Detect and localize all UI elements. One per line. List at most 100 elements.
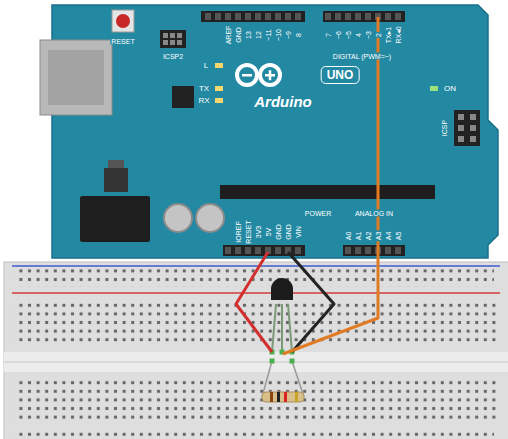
arduino-logo xyxy=(269,70,272,80)
icsp-header xyxy=(454,110,480,146)
icsp2-pin xyxy=(163,40,168,45)
pin-label: ~11 xyxy=(265,28,272,41)
board-label: TX xyxy=(198,85,210,93)
pin-label: A5 xyxy=(395,231,402,242)
pin-label: 7 xyxy=(325,32,332,38)
pin-label: GND xyxy=(275,223,282,241)
led xyxy=(430,86,438,91)
pin-label: ICSP xyxy=(441,119,448,137)
voltage-regulator xyxy=(108,160,124,168)
arduino-logo xyxy=(242,74,252,77)
pin-label: ~10 xyxy=(275,28,282,42)
resistor-symbol xyxy=(262,392,304,402)
led xyxy=(215,86,223,91)
board-label: RESET xyxy=(110,38,135,45)
signal-wire xyxy=(283,17,378,354)
power-header xyxy=(223,247,305,254)
resistor-band xyxy=(277,392,280,402)
resistor-band xyxy=(270,392,273,402)
icsp2-pin xyxy=(177,40,182,45)
pin-label: A0 xyxy=(345,231,352,242)
digital-header xyxy=(323,11,405,22)
breadboard xyxy=(4,352,508,372)
usb-connector xyxy=(40,40,112,115)
pin-label: A4 xyxy=(385,231,392,242)
brand-name: Arduino xyxy=(253,94,313,109)
icsp-pin xyxy=(458,114,464,120)
icsp-pin xyxy=(470,136,476,142)
pin-label: 4 xyxy=(355,32,362,38)
voltage-regulator xyxy=(104,168,128,192)
icsp-pin xyxy=(458,125,464,131)
board-label: POWER xyxy=(304,210,332,217)
sensor-legs xyxy=(288,304,292,352)
power-wire xyxy=(236,252,272,352)
pin-label: GND xyxy=(235,26,242,44)
usb-chip xyxy=(172,86,194,108)
icsp2-pin xyxy=(170,40,175,45)
usb-connector xyxy=(48,50,104,105)
digital-header xyxy=(323,13,405,20)
board-label: L xyxy=(203,62,209,70)
breadboard xyxy=(14,302,498,345)
power-header xyxy=(223,245,305,256)
pin-label: A1 xyxy=(355,231,362,242)
power-jack xyxy=(80,196,150,242)
arduino-board xyxy=(52,5,498,258)
connected-hole xyxy=(270,359,275,364)
capacitor xyxy=(164,204,192,232)
pin-label: RX◂0 xyxy=(395,25,402,44)
sensor-legs xyxy=(281,304,283,352)
led xyxy=(215,98,223,103)
icsp-pin xyxy=(470,125,476,131)
pin-label: A2 xyxy=(365,231,372,242)
breadboard xyxy=(12,292,500,294)
icsp2-pin xyxy=(163,33,168,38)
breadboard xyxy=(4,362,508,363)
model-badge: UNO xyxy=(321,66,360,84)
pin-label: IOREF xyxy=(235,220,242,243)
pin-label: 8 xyxy=(295,32,302,38)
icsp2-pin xyxy=(177,33,182,38)
arduino-logo xyxy=(260,65,280,85)
pin-label: 5V xyxy=(265,227,272,238)
pin-label: AREF xyxy=(225,25,232,46)
analog-header xyxy=(343,245,405,256)
pin-label: 13 xyxy=(245,30,252,40)
resistor-band xyxy=(284,392,287,402)
led xyxy=(215,63,223,68)
analog-header xyxy=(343,247,405,254)
pin-label: ~6 xyxy=(335,30,342,40)
pin-label: RESET xyxy=(245,219,252,244)
icsp2-pin xyxy=(170,33,175,38)
pin-label: 2 xyxy=(375,32,382,38)
pin-label: 3V3 xyxy=(255,225,262,239)
arduino-logo xyxy=(237,65,280,85)
board-label: ICSP2 xyxy=(162,53,184,60)
breadboard xyxy=(14,378,498,421)
pin-label: ~3 xyxy=(365,30,372,40)
pin-label: TX▸1 xyxy=(385,26,392,44)
digital-header xyxy=(201,13,305,20)
icsp2-header xyxy=(160,30,186,48)
reset-button xyxy=(112,10,134,32)
resistor-band xyxy=(295,392,298,402)
sensor-legs xyxy=(272,304,292,352)
digital-header xyxy=(201,11,305,22)
pin-label: ~5 xyxy=(345,30,352,40)
pin-label: ~9 xyxy=(285,30,292,40)
reset-button xyxy=(116,14,130,28)
icsp-pin xyxy=(458,136,464,142)
pin-label: GND xyxy=(285,223,292,241)
breadboard xyxy=(14,428,494,437)
pin-label: VIN xyxy=(295,225,302,239)
microcontroller-chip xyxy=(220,185,435,199)
breadboard xyxy=(4,262,508,439)
capacitor xyxy=(196,204,224,232)
sensor-legs xyxy=(272,304,276,352)
breadboard xyxy=(4,262,508,439)
icsp-pin xyxy=(470,114,476,120)
